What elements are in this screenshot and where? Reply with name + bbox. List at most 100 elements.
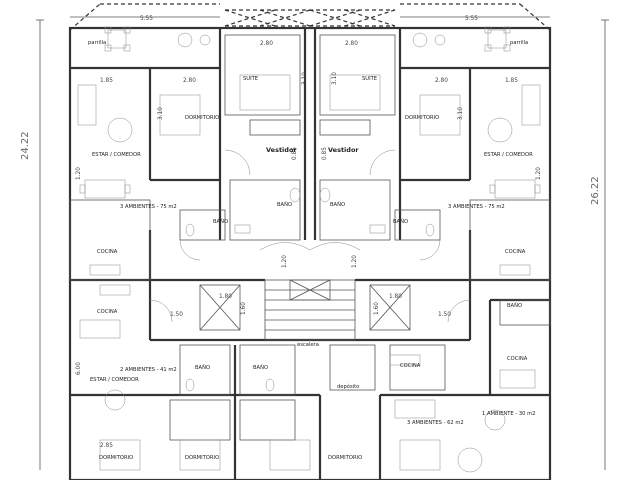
building-outline	[68, 26, 552, 480]
label-unit-left: 3 AMBIENTES - 75 m2	[120, 204, 177, 210]
dim-small-2: 1.20	[536, 167, 542, 180]
elevator-left	[199, 284, 241, 331]
dining-table-left	[79, 179, 131, 199]
dim-vest-1: 0.85	[292, 147, 298, 160]
label-estar-left: ESTAR / COMEDOR	[92, 152, 141, 158]
toilet-icon	[289, 187, 301, 203]
label-bano-suite-left: BAÑO	[277, 201, 292, 208]
suite-left-room	[224, 34, 301, 116]
dim-dorm-left-h: 3.10	[158, 107, 164, 120]
label-bano-lower-left-1: BAÑO	[195, 364, 210, 371]
dim-suite-right-h: 3.10	[332, 72, 338, 85]
dim-dorm-left-w: 2.80	[183, 78, 196, 84]
dining-table-right	[489, 179, 541, 199]
bed-icon	[239, 74, 291, 111]
plant-icon	[484, 409, 506, 431]
toilet-icon	[185, 378, 195, 392]
label-estar-right: ESTAR / COMEDOR	[484, 152, 533, 158]
label-cocina-lower-left: COCINA	[97, 309, 118, 315]
plant-icon	[107, 117, 133, 143]
label-cocina-lower-right: COCINA	[507, 356, 528, 362]
dim-elev-right-h: 1.60	[374, 302, 380, 315]
parrilla-left-table	[104, 26, 131, 52]
label-escalera: escalera	[297, 342, 319, 348]
dim-vest-2: 0.85	[322, 147, 328, 160]
label-suite-right: SUITE	[362, 76, 377, 82]
plant-icon	[104, 389, 126, 411]
dim-elev-left-w: 1.80	[219, 294, 232, 300]
dim-top-left: 5.55	[140, 16, 153, 22]
sofa-icon	[521, 84, 541, 126]
bed-icon	[269, 439, 311, 471]
dim-lower-left-h: 6.00	[76, 362, 82, 375]
dim-hall-right: 1.50	[438, 312, 451, 318]
suite-right-room	[319, 34, 396, 116]
dim-corridor-left: 1.20	[282, 255, 288, 268]
dim-elev-right-w: 1.80	[389, 294, 402, 300]
label-parrilla-right: parrilla	[510, 40, 528, 46]
dining-table-lower-mid	[394, 399, 436, 419]
dim-hall-left: 1.50	[170, 312, 183, 318]
toilet-icon	[265, 378, 275, 392]
bed-icon	[99, 439, 141, 471]
bed-icon	[399, 439, 441, 471]
label-unit-right: 3 AMBIENTES - 75 m2	[448, 204, 505, 210]
kitchen-counter-icon	[499, 264, 531, 276]
dim-lower-left-w: 2.85	[100, 443, 113, 449]
label-vestidor-right: Vestidor	[328, 146, 359, 154]
plant-icon	[487, 117, 513, 143]
plant-icon	[412, 32, 428, 48]
elevator-right	[369, 284, 411, 331]
kitchen-counter-icon	[89, 264, 121, 276]
bed-icon	[419, 94, 461, 136]
bed-icon	[159, 94, 201, 136]
label-deposito: depósito	[337, 383, 359, 390]
elevator-shaft	[289, 279, 331, 301]
kitchen-counter-icon	[99, 284, 131, 296]
dim-dorm-right-w: 2.80	[435, 78, 448, 84]
bed-icon	[329, 74, 381, 111]
dim-suite-left-w: 2.80	[260, 41, 273, 47]
label-bano-lower-left-2: BAÑO	[253, 364, 268, 371]
label-cocina-left: COCINA	[97, 249, 118, 255]
label-bano-suite-right: BAÑO	[330, 201, 345, 208]
plant-icon	[457, 447, 483, 473]
label-vestidor-left: Vestidor	[266, 146, 297, 154]
label-unit-lower-mid: 3 AMBIENTES - 62 m2	[407, 420, 464, 426]
dining-table-lower-right	[499, 369, 536, 389]
dim-corridor-right: 1.20	[352, 255, 358, 268]
label-cocina-lower-mid: COCINA	[400, 363, 421, 369]
label-dormitorio-right: DORMITORIO	[405, 115, 439, 121]
toilet-icon	[185, 223, 195, 237]
dim-elev-left-h: 1.60	[241, 302, 247, 315]
toilet-icon	[425, 223, 435, 237]
dim-suite-left-h: 3.10	[302, 72, 308, 85]
label-suite-left: SUITE	[243, 76, 258, 82]
label-dormitorio-lower-mid-1: DORMITORIO	[185, 455, 219, 461]
vestidor-right-box	[319, 119, 371, 136]
label-unit-lower-left: 2 AMBIENTES - 41 m2	[120, 367, 177, 373]
parrilla-right-table	[484, 26, 511, 52]
label-bano-right: BAÑO	[393, 218, 408, 225]
dining-table-lower-left	[79, 319, 121, 339]
label-unit-lower-right: 1 AMBIENTE - 30 m2	[482, 411, 535, 417]
dim-suite-right-w: 2.80	[345, 41, 358, 47]
dim-top-right: 5.55	[465, 16, 478, 22]
label-parrilla-left: parrilla	[88, 40, 106, 46]
sink-icon	[234, 224, 251, 234]
total-height-left: 24.22	[20, 131, 31, 160]
dim-dorm-right-h: 3.10	[458, 107, 464, 120]
label-dormitorio-left: DORMITORIO	[185, 115, 219, 121]
toilet-icon	[319, 187, 331, 203]
label-estar-lower-left: ESTAR / COMEDOR	[90, 377, 139, 383]
dim-estar-right-w: 1.85	[505, 78, 518, 84]
label-dormitorio-lower-left: DORMITORIO	[99, 455, 133, 461]
sink-icon	[369, 224, 386, 234]
label-bano-lower-right: BAÑO	[507, 302, 522, 309]
dim-estar-left-w: 1.85	[100, 78, 113, 84]
label-bano-left: BAÑO	[213, 218, 228, 225]
dim-small-1: 1.20	[76, 167, 82, 180]
total-height-right: 26.22	[590, 176, 601, 205]
kitchen-counter-icon	[389, 354, 421, 366]
